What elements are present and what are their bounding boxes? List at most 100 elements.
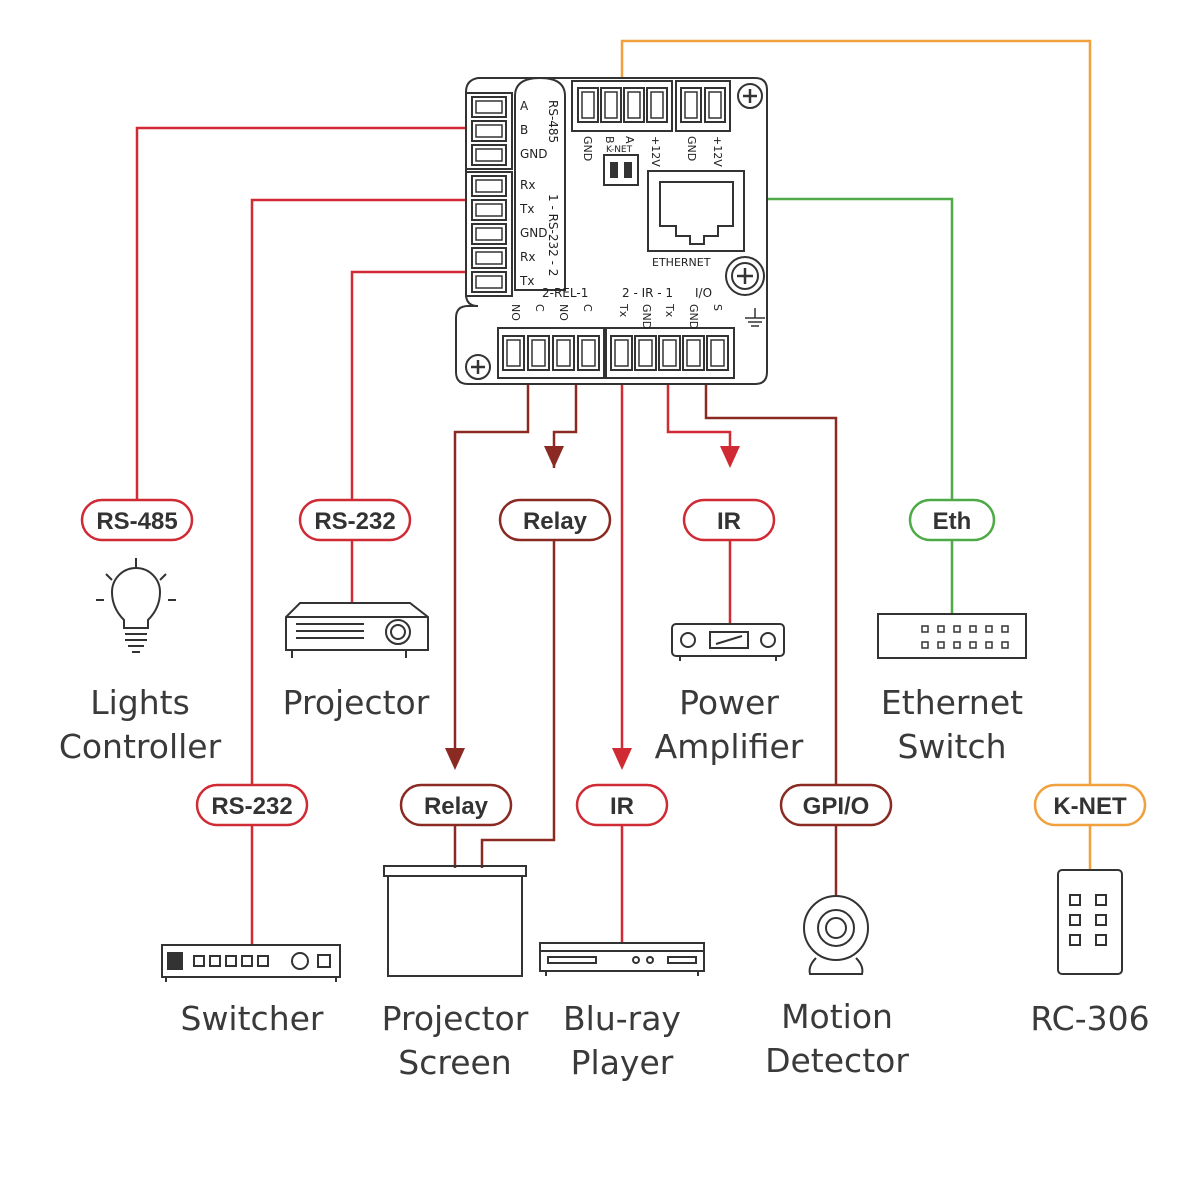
terminal-screw-slot: [475, 203, 503, 217]
terminal-screw-slot: [614, 339, 629, 367]
terminal-screw-slot: [531, 339, 546, 367]
terminal-screw-slot: [475, 275, 503, 289]
terminal-screw-slot: [604, 91, 618, 119]
bottom-pin: C: [581, 304, 594, 312]
terminal-screw-slot: [650, 91, 664, 119]
bottom-pin: NO: [509, 304, 522, 321]
bluray-player-icon: [539, 942, 705, 976]
bottom-pin: Tx: [617, 303, 630, 318]
svg-text:GPI/O: GPI/O: [803, 793, 870, 820]
projector-screen-icon: [383, 865, 527, 977]
rs232-header: 1 - RS-232 - 2: [546, 194, 560, 276]
signal-badges: RS-485 RS-232 Relay IR Eth RS-232 Relay: [80, 498, 1147, 827]
badge-gpio: GPI/O: [779, 783, 893, 827]
terminal-screw-slot: [556, 339, 571, 367]
screw-marks: [471, 89, 757, 374]
svg-text:K-NET: K-NET: [1053, 793, 1127, 820]
cable-rs232-projector: [350, 270, 470, 500]
cable-relay-top-loop: [480, 540, 556, 868]
cable-gpio: [704, 378, 838, 785]
terminal-screw-slot: [710, 339, 725, 367]
cable-ethernet: [745, 197, 954, 500]
svg-text:Relay: Relay: [523, 508, 588, 535]
terminal-screws: [471, 87, 729, 371]
top-pin: +12V: [711, 136, 724, 167]
label-tab: [514, 76, 566, 291]
cables: [135, 39, 1092, 945]
badge-rs485: RS-485: [80, 498, 194, 542]
top-pin: B: [603, 136, 616, 144]
rs232-pin: GND: [520, 226, 548, 240]
terminal-screw-slot: [686, 339, 701, 367]
ethernet-label: ETHERNET: [652, 256, 711, 269]
rs485-header: RS-485: [546, 100, 560, 143]
network-switch-icon: [877, 613, 1027, 659]
ir-label: 2 - IR - 1: [622, 286, 673, 300]
svg-text:IR: IR: [717, 508, 741, 535]
terminal-screw-slot: [475, 124, 503, 138]
device-rc306: RC-306: [1030, 999, 1149, 1038]
svg-text:RS-232: RS-232: [314, 508, 395, 535]
badge-ir-amp: IR: [682, 498, 776, 542]
badge-relay-top: Relay: [498, 498, 612, 542]
rs485-pin: GND: [520, 147, 548, 161]
rel-label: 2-REL-1: [542, 286, 588, 300]
terminal-screw-slot: [708, 91, 722, 119]
ground-symbol-icon: [745, 308, 765, 327]
cable-ir-amp: [666, 378, 732, 452]
arrow-ir-amp: [720, 446, 740, 468]
keypad-icon: [1057, 869, 1123, 975]
rs232-pin: Tx: [519, 202, 534, 216]
terminal-screw-slot: [581, 91, 595, 119]
terminal-screw-slot: [506, 339, 521, 367]
jumper-pin: [624, 162, 632, 178]
arrow-relay-top: [544, 446, 564, 468]
projector-icon: [285, 602, 429, 658]
arrow-ir-bluray: [612, 748, 632, 770]
svg-text:IR: IR: [610, 793, 634, 820]
io-label: I/O: [695, 286, 712, 300]
top-pin: GND: [581, 136, 594, 161]
badge-ir-bluray: IR: [575, 783, 669, 827]
bottom-pin: C: [533, 304, 546, 312]
badge-knet: K-NET: [1033, 783, 1147, 827]
rs232-pin: Rx: [520, 250, 535, 264]
terminal-screw-slot: [627, 91, 641, 119]
bottom-pin: NO: [557, 304, 570, 321]
terminal-screw-slot: [475, 251, 503, 265]
top-pin: GND: [685, 136, 698, 161]
webcam-icon: [803, 895, 869, 975]
bottom-pin: S: [711, 304, 724, 311]
top-pin: +12V: [649, 136, 662, 167]
bottom-pin: GND: [687, 304, 700, 329]
bottom-pin: Tx: [663, 303, 676, 318]
switcher-icon: [161, 944, 341, 982]
terminal-screw-slot: [475, 179, 503, 193]
cable-rs485: [135, 126, 470, 500]
rs485-pin: B: [520, 123, 528, 137]
device-icons: [96, 558, 1123, 982]
svg-text:RS-232: RS-232: [211, 793, 292, 820]
svg-text:Relay: Relay: [424, 793, 489, 820]
terminal-screw-slot: [475, 100, 503, 114]
device-projector: Projector: [283, 683, 430, 722]
ethernet-port-inner: [659, 181, 734, 245]
rs485-pin: A: [520, 99, 529, 113]
cable-knet: [620, 39, 1092, 785]
arrow-relay-screen: [445, 748, 465, 770]
knet-label: K-NET: [606, 145, 633, 155]
top-pin: A: [623, 136, 636, 144]
cable-relay-screen: [453, 378, 530, 750]
badge-rs232-switcher: RS-232: [195, 783, 309, 827]
lightbulb-icon: [96, 558, 176, 653]
terminal-screw-slot: [638, 339, 653, 367]
